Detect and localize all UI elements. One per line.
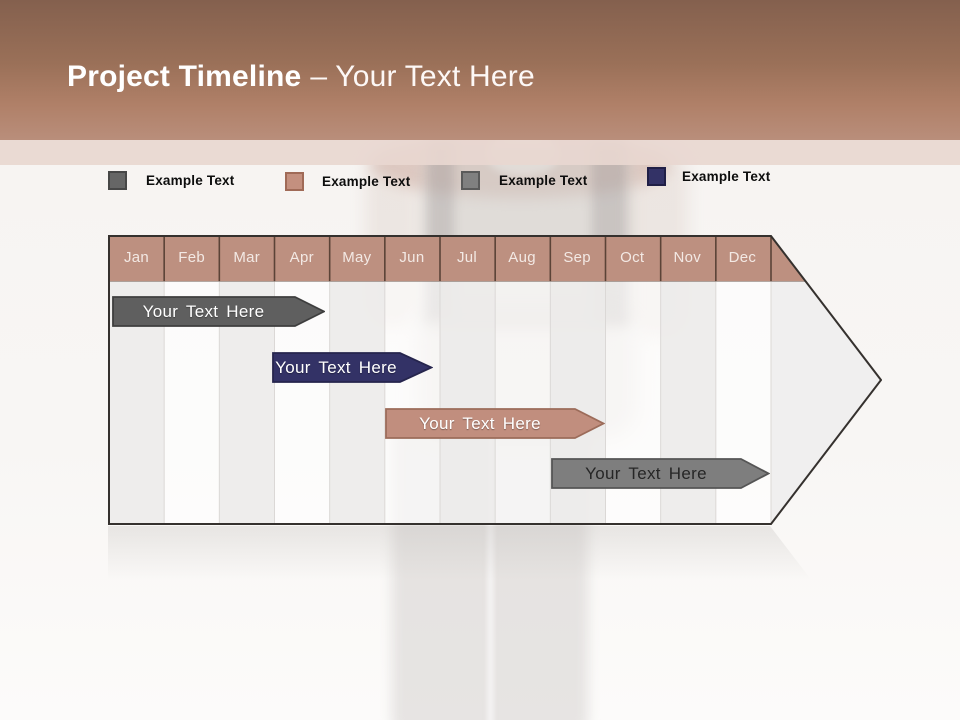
month-label: Dec — [728, 249, 757, 266]
month-label: Jan — [123, 249, 150, 266]
task-bar-3[interactable]: Your Text Here — [385, 408, 605, 439]
timeline-reflection — [108, 526, 819, 590]
legend-item[interactable]: Example Text — [461, 171, 587, 190]
legend-swatch-navy — [647, 167, 666, 186]
task-bar-4[interactable]: Your Text Here — [551, 458, 770, 489]
month-label: Nov — [673, 249, 702, 266]
page-title[interactable]: Project Timeline– Your Text Here — [67, 60, 535, 94]
legend-item[interactable]: Example Text — [285, 172, 410, 191]
month-label: Mar — [233, 249, 261, 266]
task-bar-label: Your Text Here — [419, 414, 541, 433]
task-bar-label: Your Text Here — [142, 302, 265, 321]
legend-swatch-dark-gray — [108, 171, 127, 190]
legend-item[interactable]: Example Text — [108, 171, 234, 190]
month-label: Aug — [508, 249, 536, 266]
month-label: Oct — [620, 249, 645, 266]
page-title-bold: Project Timeline — [67, 60, 302, 93]
month-label: Apr — [289, 249, 314, 266]
task-bar-2[interactable]: Your Text Here — [272, 352, 433, 383]
legend-label: Example Text — [682, 169, 771, 184]
page-title-rest: – Your Text Here — [310, 60, 535, 93]
task-bar-1[interactable]: Your Text Here — [112, 296, 325, 327]
title-banner — [0, 0, 960, 140]
month-label: Feb — [178, 249, 205, 266]
banner-accent-strip — [0, 140, 960, 165]
legend-item[interactable]: Example Text — [647, 167, 770, 186]
legend-swatch-salmon — [285, 172, 304, 191]
task-bar-label: Your Text Here — [585, 464, 707, 483]
month-label: Sep — [563, 249, 591, 266]
legend-swatch-gray — [461, 171, 480, 190]
month-label: May — [342, 249, 372, 266]
task-bar-label: Your Text Here — [275, 358, 397, 377]
month-label: Jul — [456, 249, 478, 266]
month-header-row: Jan Feb Mar Apr May Jun Jul Aug Sep Oct … — [109, 236, 770, 279]
legend-label: Example Text — [322, 174, 411, 189]
legend-label: Example Text — [146, 173, 235, 188]
month-label: Jun — [399, 249, 425, 266]
legend-label: Example Text — [499, 173, 588, 188]
